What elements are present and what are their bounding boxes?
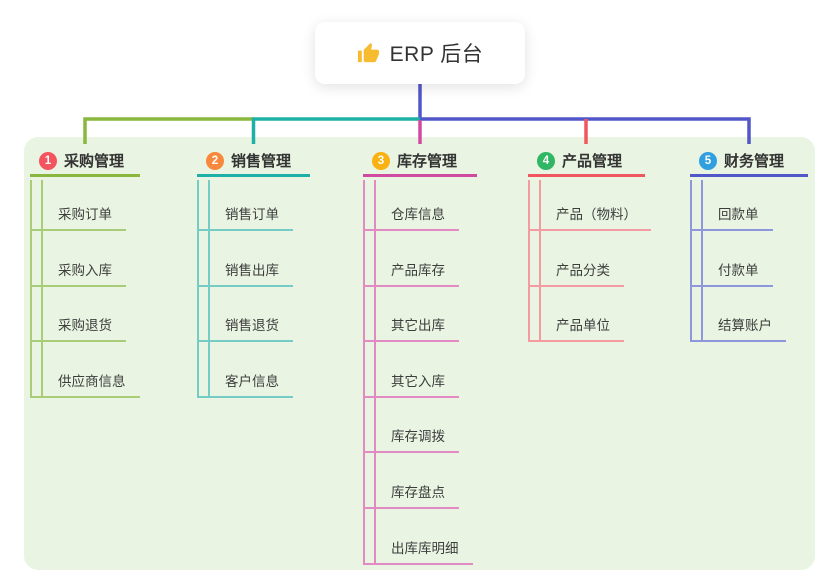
- branch-1-label: 采购管理: [64, 153, 125, 170]
- child-node[interactable]: 采购订单: [30, 203, 126, 231]
- child-node[interactable]: 产品单位: [528, 314, 624, 342]
- branch-5-header[interactable]: 5 财务管理: [690, 147, 808, 177]
- child-node[interactable]: 供应商信息: [30, 370, 140, 398]
- root-connector-line: [418, 84, 751, 144]
- branch-2-label: 销售管理: [231, 153, 292, 170]
- child-node[interactable]: 产品库存: [363, 259, 459, 287]
- child-node[interactable]: 库存调拨: [363, 425, 459, 453]
- branch-5-number-badge: 5: [699, 151, 717, 170]
- branch-4-header[interactable]: 4 产品管理: [528, 147, 645, 177]
- branch-4-label: 产品管理: [562, 153, 623, 170]
- branch-1-header[interactable]: 1 采购管理: [30, 147, 140, 177]
- root-node[interactable]: ERP 后台: [315, 22, 525, 84]
- child-node[interactable]: 其它出库: [363, 314, 459, 342]
- child-node[interactable]: 库存盘点: [363, 481, 459, 509]
- branch-1-number-badge: 1: [39, 151, 57, 170]
- child-node[interactable]: 销售订单: [197, 203, 293, 231]
- child-node[interactable]: 销售出库: [197, 259, 293, 287]
- child-node[interactable]: 其它入库: [363, 370, 459, 398]
- child-node[interactable]: 付款单: [690, 259, 773, 287]
- branch-5-label: 财务管理: [724, 153, 785, 170]
- branch-3-header[interactable]: 3 库存管理: [363, 147, 477, 177]
- child-node[interactable]: 结算账户: [690, 314, 786, 342]
- branch-3-number-badge: 3: [372, 151, 390, 170]
- root-title: ERP 后台: [389, 43, 484, 66]
- child-node[interactable]: 仓库信息: [363, 203, 459, 231]
- child-node[interactable]: 产品（物料）: [528, 203, 651, 231]
- branches-panel: [24, 137, 815, 570]
- branch-2-number-badge: 2: [206, 151, 224, 170]
- thumbs-up-icon: [357, 42, 379, 62]
- child-node[interactable]: 回款单: [690, 203, 773, 231]
- child-node[interactable]: 客户信息: [197, 370, 293, 398]
- branch-2-header[interactable]: 2 销售管理: [197, 147, 310, 177]
- branch-4-number-badge: 4: [537, 151, 555, 170]
- child-node[interactable]: 产品分类: [528, 259, 624, 287]
- branch-3-label: 库存管理: [397, 153, 458, 170]
- child-node[interactable]: 采购退货: [30, 314, 126, 342]
- child-node[interactable]: 销售退货: [197, 314, 293, 342]
- child-node[interactable]: 出库库明细: [363, 537, 473, 565]
- child-node[interactable]: 采购入库: [30, 259, 126, 287]
